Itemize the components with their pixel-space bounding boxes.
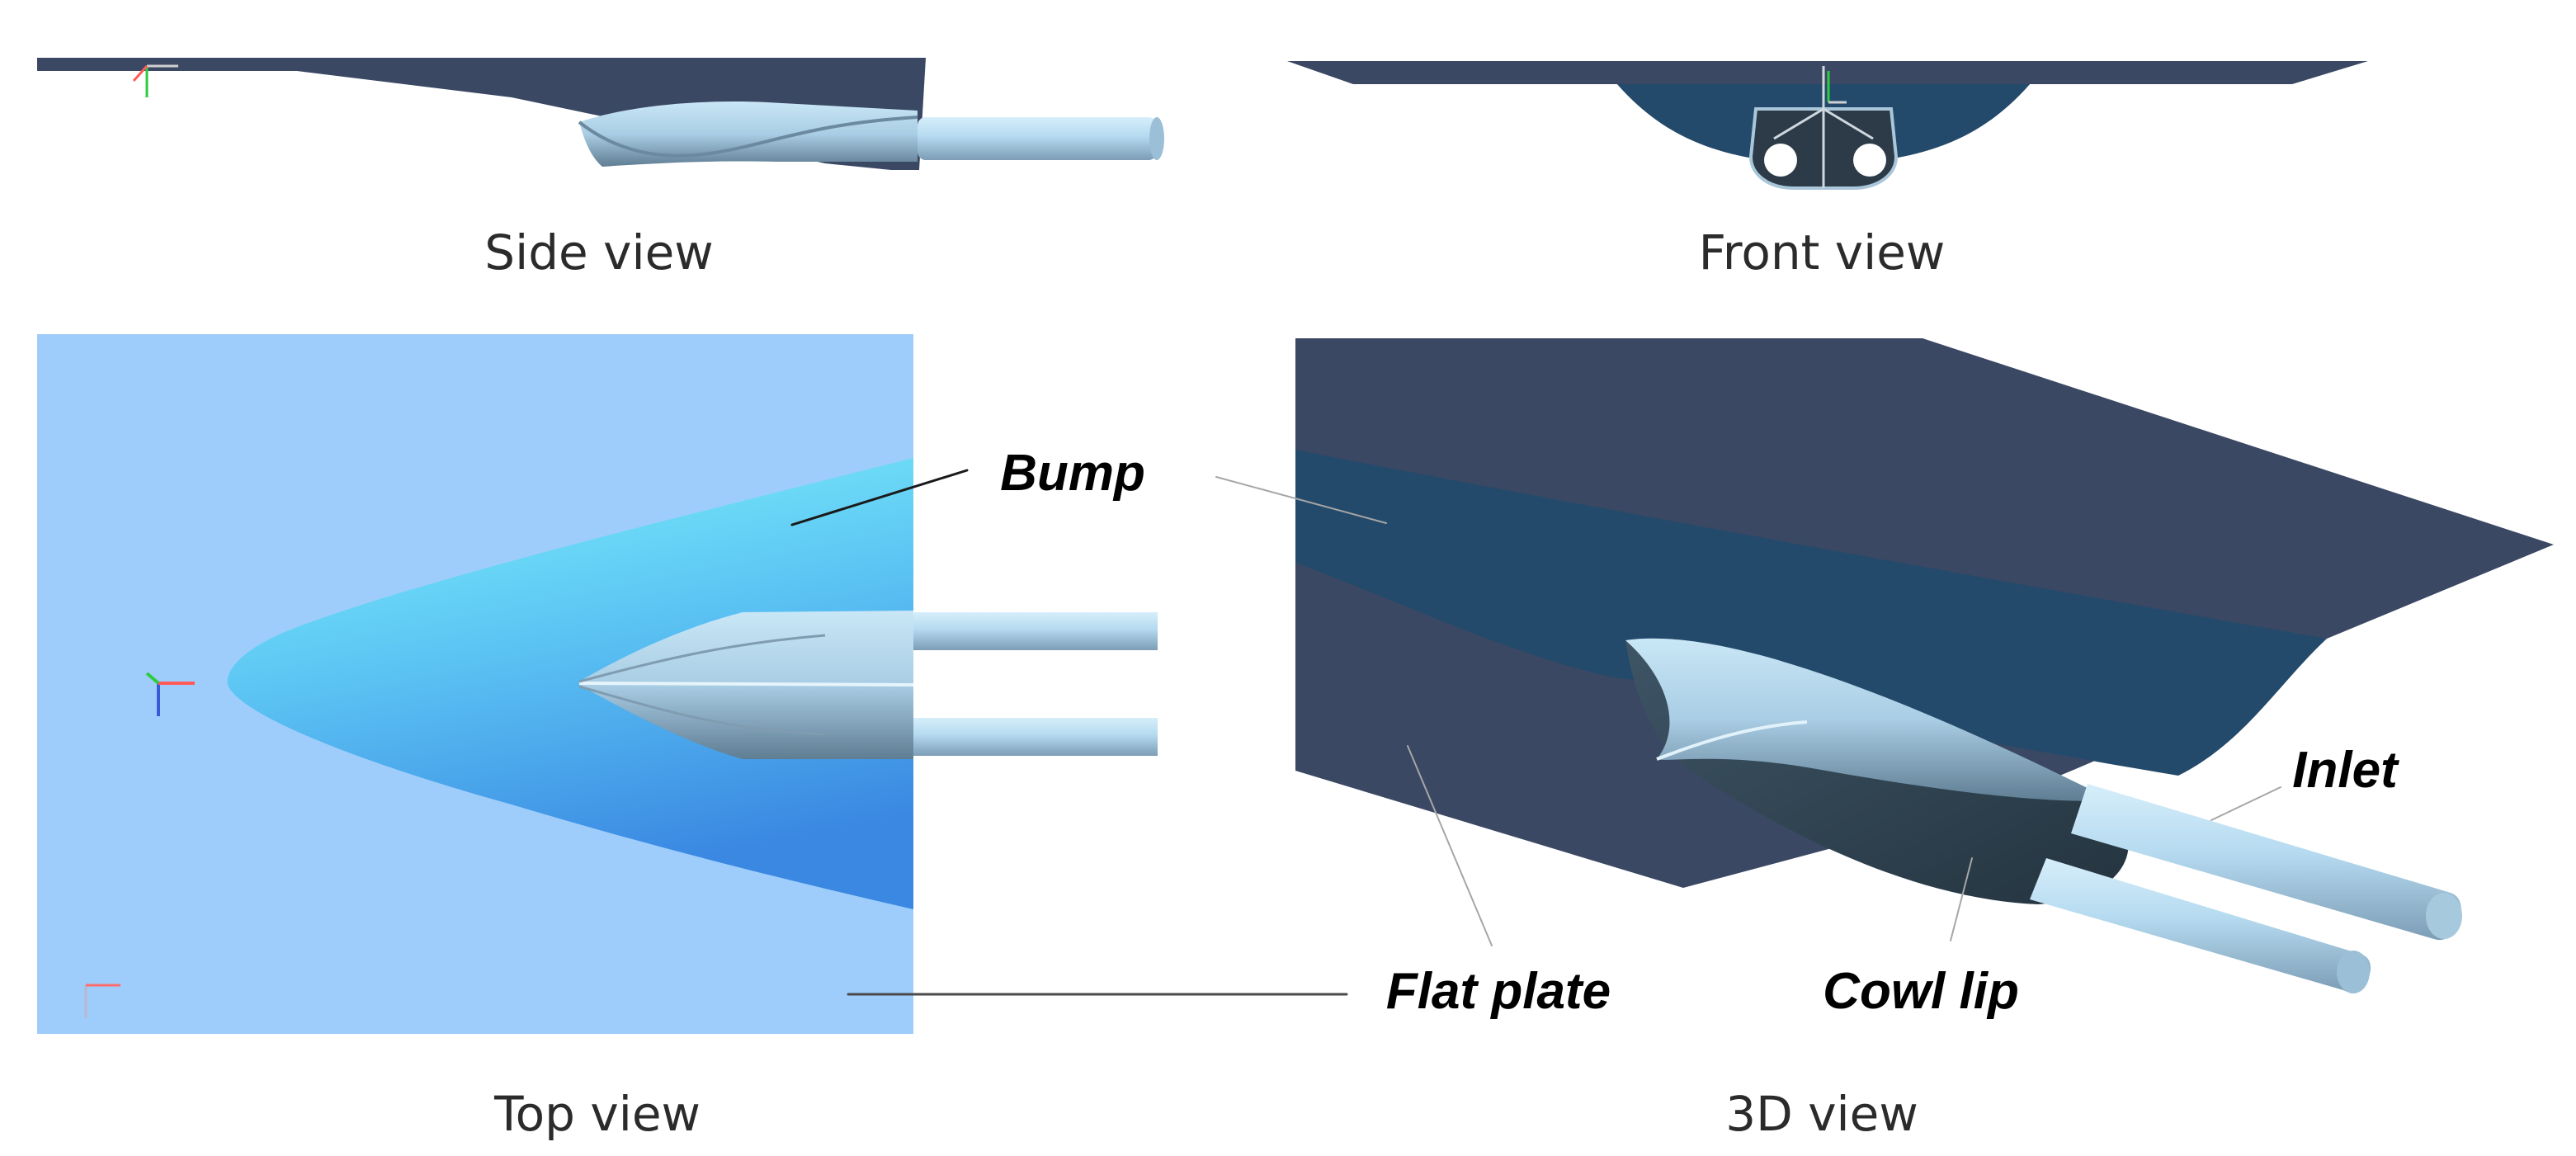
front-view-edge-left (1773, 107, 1824, 140)
flat-plate-callout: Flat plate (1386, 963, 1611, 1020)
side-view-label: Side view (484, 224, 713, 281)
three-d-duct-upper (2071, 784, 2462, 941)
top-view: Top view (37, 334, 1158, 1142)
bump-leader-right (1215, 476, 1387, 524)
inlet-leader (2210, 786, 2281, 821)
top-view-duct-upper (913, 612, 1158, 650)
front-view-axis-triad (1827, 71, 1847, 104)
three-d-label: 3D view (1725, 1086, 1918, 1142)
side-view-plate (37, 58, 926, 170)
bump-callout: Bump (1000, 445, 1145, 502)
three-d-intake-edge (1656, 720, 1808, 761)
flat-plate-leader-right (1407, 745, 1493, 946)
front-view-left-inlet (1764, 144, 1797, 177)
callouts: Bump Flat plate Cowl lip Inlet (790, 445, 2399, 1020)
three-d-duct-lower (2030, 858, 2371, 993)
three-d-bump (1295, 450, 2327, 776)
top-view-intake-edge-upper (578, 634, 826, 683)
three-d-intake-surface (1625, 638, 2112, 801)
front-view-right-inlet (1853, 144, 1886, 177)
top-view-duct-lower (913, 718, 1158, 756)
top-view-axis-triad (145, 672, 195, 716)
three-d-duct-upper-end (2426, 893, 2462, 939)
side-view-duct-end (1149, 117, 1164, 160)
front-view: Front view (1287, 61, 2368, 281)
side-view-duct (918, 117, 1157, 160)
cowl-lip-leader (1950, 857, 1973, 941)
three-d-view: 3D view (1295, 338, 2554, 1142)
inlet-callout: Inlet (2292, 742, 2399, 799)
top-view-corner-triad (84, 984, 120, 1018)
side-view-intake-edge (578, 116, 918, 158)
front-view-edge-right (1823, 107, 1874, 140)
front-view-label: Front view (1699, 224, 1946, 281)
side-view-axis-triad (132, 64, 178, 97)
three-d-duct-lower-end (2337, 951, 2370, 993)
side-view: Side view (37, 58, 1164, 281)
cowl-lip-callout: Cowl lip (1823, 963, 2019, 1020)
bump-leader-left (790, 469, 969, 526)
top-view-intake-ridge (578, 682, 914, 687)
side-view-intake (579, 101, 918, 167)
top-view-bump (227, 458, 913, 909)
top-view-intake-edge-lower (578, 685, 826, 736)
top-view-label: Top view (493, 1086, 701, 1142)
